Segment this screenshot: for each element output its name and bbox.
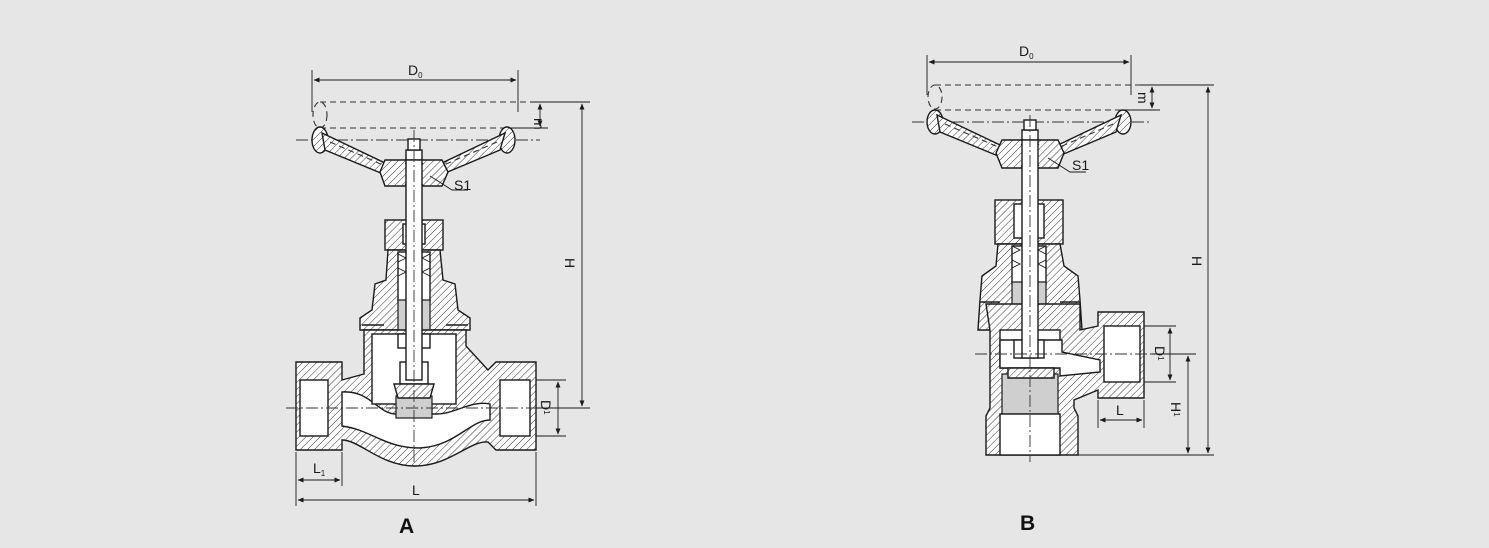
valve-a: D0 m S1 H D1 L1 L: [286, 62, 590, 538]
svg-text:D1: D1: [538, 400, 554, 415]
svg-text:L1: L1: [313, 460, 326, 478]
dim-m-b: m: [1124, 84, 1160, 111]
h-label-a: H: [562, 258, 578, 268]
dim-s1-b: S1: [1047, 157, 1089, 173]
m-label-b: m: [1135, 92, 1151, 104]
h1-label-b: H: [1168, 402, 1184, 412]
l-label-b: L: [1116, 402, 1124, 418]
dim-s1-a: S1: [429, 175, 471, 193]
dim-d0-a: D0: [311, 62, 519, 112]
caption-a: A: [399, 515, 414, 538]
caption-b: B: [1020, 512, 1035, 535]
d1-sub-a: 1: [542, 410, 551, 415]
dim-h1-b: H1: [1152, 353, 1196, 454]
d0-label-a: D: [408, 62, 418, 78]
l-label-a: L: [412, 482, 420, 498]
l1-label-a: L: [313, 460, 321, 476]
h1-sub-b: 1: [1172, 412, 1181, 417]
d0-sub-a: 0: [418, 71, 423, 80]
valve-b: D0 m S1 H D1 H1 L: [912, 43, 1214, 535]
body-b: [985, 303, 1145, 456]
dim-l-b: L: [1097, 400, 1145, 428]
dim-d0-b: D0: [926, 43, 1132, 95]
d0-label-b: D: [1019, 43, 1029, 59]
svg-text:H1: H1: [1168, 402, 1184, 417]
dim-h-a: H: [536, 101, 590, 409]
dim-d1-b: D1: [1144, 325, 1176, 383]
dim-h-b: H: [1078, 84, 1214, 456]
s1-label-a: S1: [454, 177, 471, 193]
h-label-b: H: [1189, 256, 1205, 266]
l1-sub-a: 1: [321, 469, 326, 478]
dim-l1-a: L1: [295, 452, 343, 506]
s1-label-b: S1: [1072, 157, 1089, 173]
svg-text:D0: D0: [1019, 43, 1034, 61]
d0-sub-b: 0: [1029, 52, 1034, 61]
dim-m-a: m: [508, 101, 548, 130]
d1-sub-b: 1: [1156, 356, 1165, 361]
svg-text:D0: D0: [408, 62, 423, 80]
dim-d1-a: D1: [536, 379, 566, 437]
m-label-a: m: [531, 118, 547, 130]
dim-l-a: L: [297, 452, 537, 506]
d1-label-b: D: [1152, 346, 1168, 356]
d1-label-a: D: [538, 400, 554, 410]
svg-text:D1: D1: [1152, 346, 1168, 361]
